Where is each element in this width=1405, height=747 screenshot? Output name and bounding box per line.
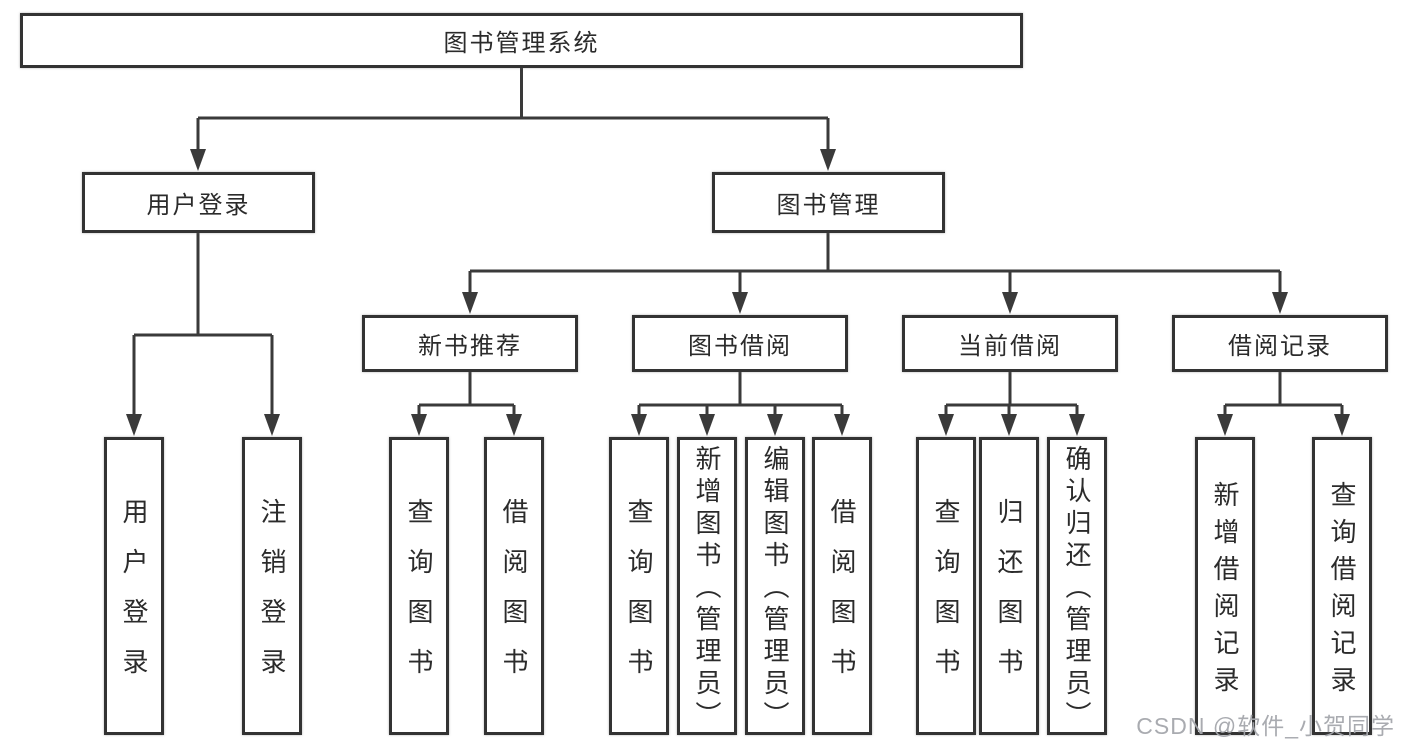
node-label: 确认归还（管理员） — [1062, 445, 1092, 733]
node-label: 借阅记录 — [1228, 333, 1332, 360]
leaf-query-book-recommend: 查询图书 — [389, 437, 449, 735]
node-new-book-recommend: 新书推荐 — [362, 315, 578, 372]
node-label: 用户登录 — [146, 192, 251, 219]
node-label: 查询借阅记录 — [1327, 480, 1357, 703]
leaf-query-book-borrowing: 查询图书 — [609, 437, 669, 735]
leaf-confirm-return-admin: 确认归还（管理员） — [1047, 437, 1107, 735]
leaf-query-borrow-record: 查询借阅记录 — [1312, 437, 1372, 735]
leaf-edit-book-admin: 编辑图书（管理员） — [745, 437, 805, 735]
node-label: 借阅图书 — [827, 498, 857, 698]
leaf-user-login: 用户登录 — [104, 437, 164, 735]
node-borrow-records: 借阅记录 — [1172, 315, 1388, 372]
arrowhead-icons — [126, 149, 1350, 436]
node-label: 查询图书 — [404, 498, 434, 698]
node-label: 当前借阅 — [958, 333, 1062, 360]
node-current-borrowing: 当前借阅 — [902, 315, 1118, 372]
leaf-query-book-current: 查询图书 — [916, 437, 976, 735]
node-label: 编辑图书（管理员） — [760, 445, 790, 733]
leaf-logout: 注销登录 — [242, 437, 302, 735]
node-label: 新增借阅记录 — [1210, 480, 1240, 703]
node-book-borrowing: 图书借阅 — [632, 315, 848, 372]
node-book-management: 图书管理 — [712, 172, 945, 233]
leaf-borrow-book: 借阅图书 — [812, 437, 872, 735]
node-label: 注销登录 — [257, 498, 287, 698]
node-label: 图书借阅 — [688, 333, 792, 360]
node-label: 用户登录 — [119, 498, 149, 698]
node-label: 新书推荐 — [418, 333, 522, 360]
node-label: 查询图书 — [931, 498, 961, 698]
node-user-login: 用户登录 — [82, 172, 315, 233]
leaf-return-book: 归还图书 — [979, 437, 1039, 735]
watermark: CSDN @软件_小贺同学 — [1136, 713, 1395, 739]
node-label: 图书管理 — [776, 192, 881, 219]
leaf-add-borrow-record: 新增借阅记录 — [1195, 437, 1255, 735]
node-library-management-system: 图书管理系统 — [20, 13, 1023, 68]
leaf-add-book-admin: 新增图书（管理员） — [677, 437, 737, 735]
node-label: 新增图书（管理员） — [692, 445, 722, 733]
node-label: 查询图书 — [624, 498, 654, 698]
leaf-borrow-book-recommend: 借阅图书 — [484, 437, 544, 735]
node-label: 图书管理系统 — [443, 30, 600, 57]
node-label: 借阅图书 — [499, 498, 529, 698]
node-label: 归还图书 — [994, 498, 1024, 698]
